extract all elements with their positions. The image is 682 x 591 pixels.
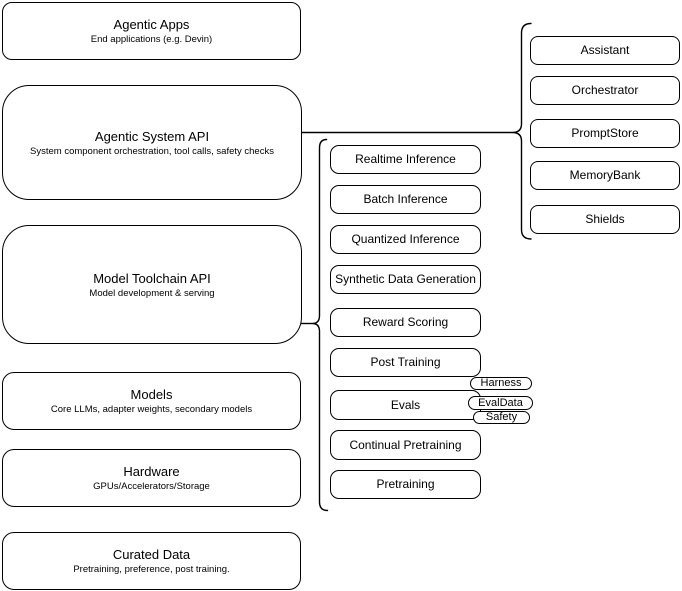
node-promptstore-label: PromptStore: [571, 126, 639, 140]
brace-system-components-group: [512, 22, 532, 240]
node-agentic-apps-title: Agentic Apps: [113, 17, 190, 32]
node-model-toolchain-api-title: Model Toolchain API: [93, 270, 211, 286]
node-curated-data-title: Curated Data: [112, 547, 191, 562]
node-realtime-inference-label: Realtime Inference: [355, 152, 456, 166]
node-model-toolchain-api: Model Toolchain API Model development & …: [2, 225, 302, 344]
node-agentic-apps: Agentic Apps End applications (e.g. Devi…: [2, 2, 301, 60]
node-hardware-title: Hardware: [123, 464, 180, 479]
node-post-training: Post Training: [330, 348, 481, 377]
node-quantized-inference: Quantized Inference: [330, 225, 481, 254]
node-agentic-apps-subtitle: End applications (e.g. Devin): [90, 34, 213, 45]
node-continual-pretraining-label: Continual Pretraining: [349, 437, 462, 452]
node-realtime-inference: Realtime Inference: [330, 145, 481, 174]
pill-evals-safety-label: Safety: [485, 411, 518, 423]
node-curated-data-subtitle: Pretraining, preference, post training.: [73, 564, 230, 575]
node-models-subtitle: Core LLMs, adapter weights, secondary mo…: [50, 404, 253, 415]
node-orchestrator: Orchestrator: [530, 76, 680, 105]
pill-evals-harness-label: Harness: [480, 377, 522, 389]
pill-evals-evaldata-label: EvalData: [478, 396, 523, 409]
node-memorybank: MemoryBank: [530, 161, 680, 190]
node-shields: Shields: [530, 205, 680, 234]
node-models: Models Core LLMs, adapter weights, secon…: [2, 372, 301, 430]
node-evals: Evals: [330, 390, 481, 420]
node-curated-data: Curated Data Pretraining, preference, po…: [2, 532, 301, 590]
node-model-toolchain-api-subtitle: Model development & serving: [89, 287, 215, 299]
node-memorybank-label: MemoryBank: [569, 168, 641, 182]
node-orchestrator-label: Orchestrator: [571, 83, 639, 97]
pill-evals-evaldata: EvalData: [468, 396, 533, 410]
node-promptstore: PromptStore: [530, 119, 680, 148]
node-models-title: Models: [130, 387, 173, 402]
node-reward-scoring: Reward Scoring: [330, 308, 481, 337]
node-shields-label: Shields: [585, 212, 625, 226]
node-continual-pretraining: Continual Pretraining: [330, 430, 481, 460]
pill-evals-harness: Harness: [470, 377, 532, 390]
node-hardware: Hardware GPUs/Accelerators/Storage: [2, 449, 301, 507]
pill-evals-safety: Safety: [473, 411, 530, 424]
node-agentic-system-api: Agentic System API System component orch…: [2, 85, 302, 200]
node-pretraining-label: Pretraining: [376, 477, 435, 491]
node-batch-inference: Batch Inference: [330, 185, 481, 214]
node-hardware-subtitle: GPUs/Accelerators/Storage: [93, 481, 210, 492]
node-evals-label: Evals: [390, 397, 421, 412]
node-agentic-system-api-subtitle: System component orchestration, tool cal…: [30, 145, 274, 157]
brace-toolchain-components-group: [312, 138, 329, 512]
node-assistant-label: Assistant: [580, 43, 630, 57]
node-pretraining: Pretraining: [330, 470, 481, 499]
node-quantized-inference-label: Quantized Inference: [351, 232, 460, 246]
node-synthetic-data-generation: Synthetic Data Generation: [330, 265, 481, 294]
node-agentic-system-api-title: Agentic System API: [94, 128, 210, 144]
node-assistant: Assistant: [530, 36, 680, 65]
node-reward-scoring-label: Reward Scoring: [362, 315, 449, 329]
node-synthetic-data-generation-label: Synthetic Data Generation: [335, 272, 476, 286]
node-post-training-label: Post Training: [370, 355, 441, 369]
node-batch-inference-label: Batch Inference: [363, 192, 448, 206]
